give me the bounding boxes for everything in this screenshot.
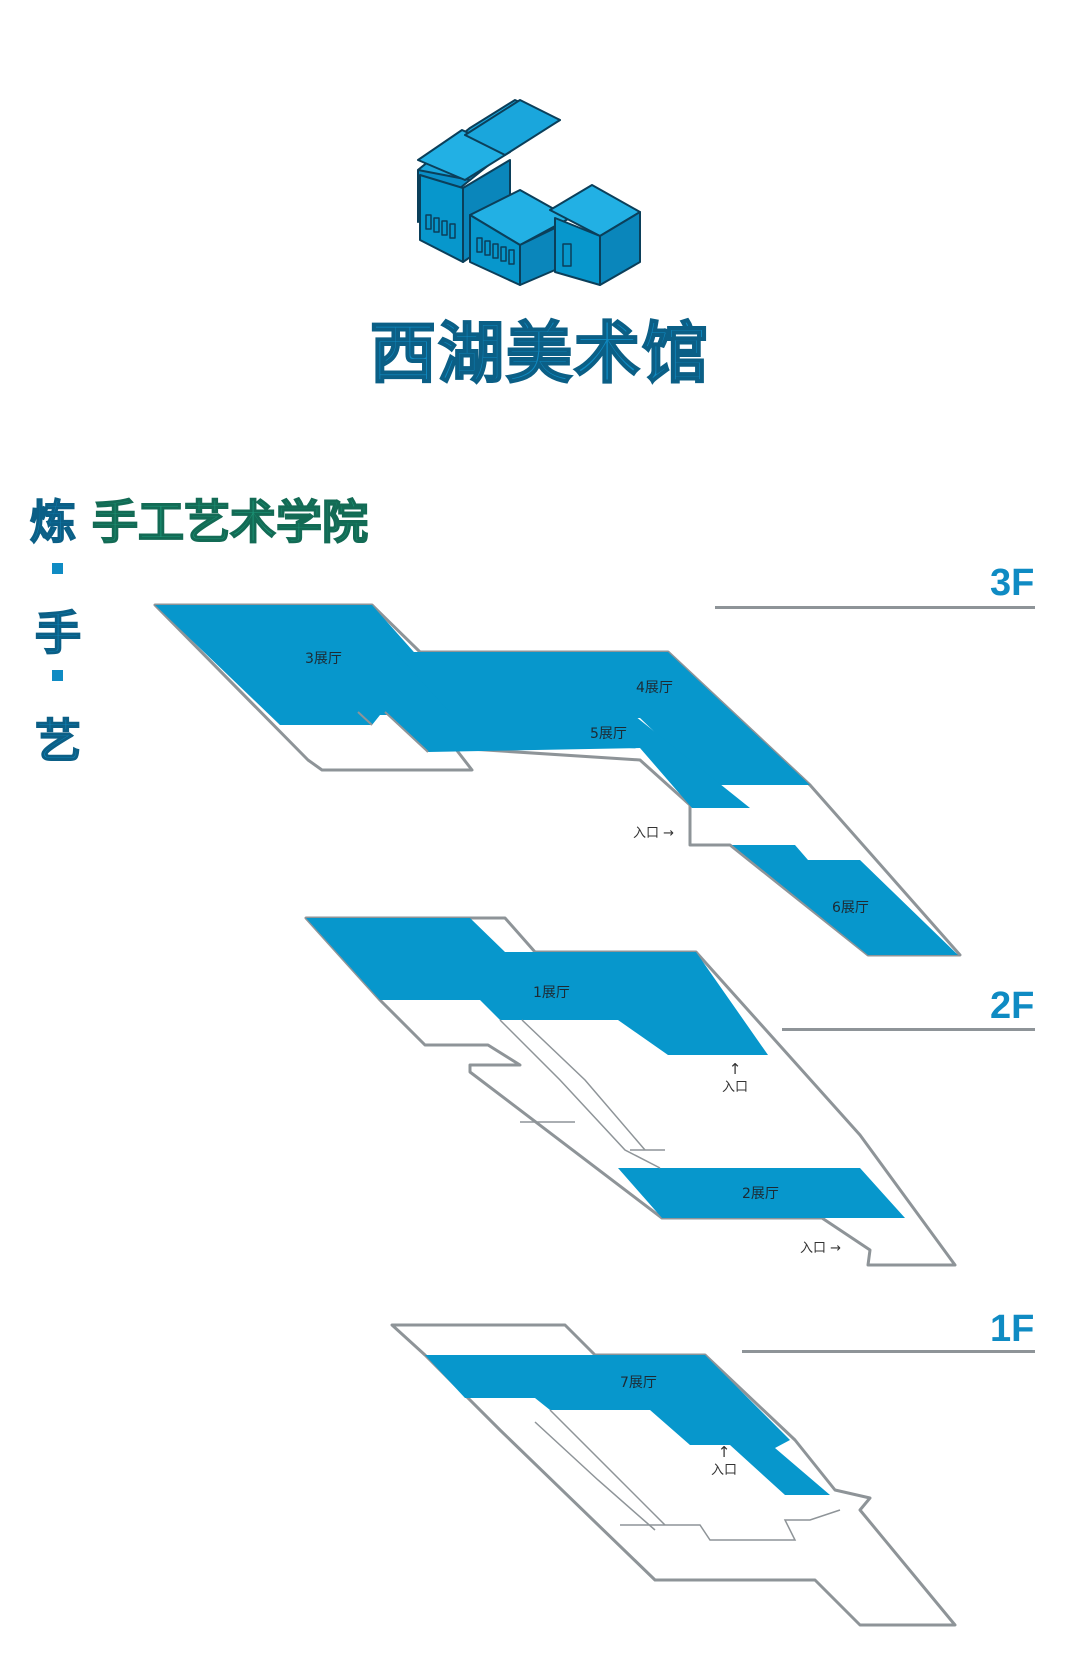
hall-5-label: 5展厅 [590,726,627,742]
hall-3-area[interactable] [155,605,470,725]
entrance-2f-upper-label: 入口 [721,1080,748,1095]
floor-divider-3f [715,606,1035,609]
floor-label-2f: 2F [990,985,1035,1027]
entrance-1f[interactable]: ↑ 入口 [704,1443,744,1479]
floor-divider-1f [742,1350,1035,1353]
hall-2-area[interactable] [618,1168,905,1218]
entrance-2f-lower[interactable]: 入口 → [800,1237,841,1256]
entrance-3f-label: 入口 [633,826,660,841]
motto-char-2: 艺 [34,713,82,769]
floor-plan-2f [304,916,957,1267]
floor-plan-1f [390,1323,957,1627]
arrow-right-icon: → [663,826,675,841]
hall-3-label: 3展厅 [305,651,342,667]
floor-label-1f: 1F [990,1308,1035,1350]
hall-7-area[interactable] [425,1355,830,1495]
hall-1-area[interactable] [306,918,768,1055]
arrow-up-icon: ↑ [717,1443,731,1461]
floor-label-3f: 3F [990,562,1035,604]
hall-6-area[interactable] [732,845,958,955]
entrance-3f[interactable]: 入口 → [633,822,674,841]
motto-dot-2 [52,670,63,681]
museum-title: 西湖美术馆 [369,314,710,393]
academy-lead-char: 炼 [29,494,77,550]
academy-heading: 炼 手工艺术学院 [29,486,369,552]
academy-name: 手工艺术学院 [91,494,369,550]
floor-divider-2f [782,1028,1035,1031]
hall-2-label: 2展厅 [742,1186,779,1202]
arrow-right-icon: → [830,1241,842,1256]
hall-5-area[interactable] [385,712,750,808]
entrance-1f-label: 入口 [710,1463,737,1478]
entrance-2f-upper[interactable]: ↑ 入口 [715,1060,755,1096]
entrance-2f-lower-label: 入口 [800,1241,827,1256]
motto-dot-1 [52,563,63,574]
hall-4-area[interactable] [395,652,810,785]
hall-4-label: 4展厅 [636,680,673,696]
hall-1-label: 1展厅 [533,985,570,1001]
hall-7-label: 7展厅 [620,1375,657,1391]
arrow-up-icon: ↑ [728,1060,742,1078]
hall-6-label: 6展厅 [832,900,869,916]
motto-char-1: 手 [34,605,82,661]
building-logo-icon [417,99,641,286]
floor-plan-3f [153,603,962,957]
